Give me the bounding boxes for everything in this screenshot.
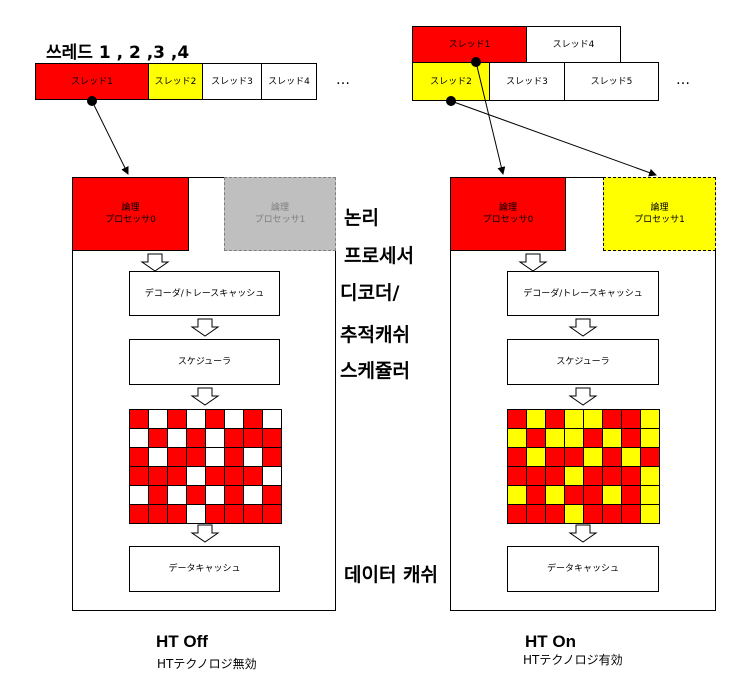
left-flow-arrow-2 (190, 318, 220, 337)
right-title: HT On (525, 632, 576, 651)
left-logical-processor-0: 論理 プロセッサ0 (72, 177, 189, 251)
threads-heading: 쓰레드 1 , 2 ,3 ,4 (46, 43, 190, 63)
right-execution-grid (507, 409, 660, 524)
right-thread-1: スレッド1 (412, 26, 527, 63)
right-decoder-trace-cache: デコーダ/トレースキャッシュ (507, 271, 659, 316)
left-flow-arrow-1 (140, 253, 170, 272)
right-flow-arrow-1 (518, 253, 548, 272)
left-subtitle: HTテクノロジ無効 (157, 657, 257, 671)
right-flow-arrow-4 (568, 524, 598, 543)
right-thread-5: スレッド5 (564, 62, 659, 101)
right-thread-3: スレッド3 (489, 62, 565, 101)
left-title: HT Off (156, 632, 208, 651)
left-execution-grid (129, 409, 282, 524)
left-flow-arrow-4 (190, 524, 220, 543)
left-thread-to-lp0-arrow (91, 100, 129, 175)
left-decoder-trace-cache: デコーダ/トレースキャッシュ (129, 271, 280, 316)
right-scheduler: スケジューラ (507, 339, 659, 385)
right-thread-4: スレッド4 (526, 26, 621, 63)
left-ellipsis: … (336, 72, 350, 88)
left-scheduler: スケジューラ (129, 339, 280, 385)
left-flow-arrow-3 (190, 387, 220, 406)
left-grid-cell (262, 504, 282, 524)
right-data-cache: データキャッシュ (507, 546, 659, 592)
right-flow-arrow-2 (568, 318, 598, 337)
right-logical-processor-1: 論理 プロセッサ1 (603, 177, 716, 251)
left-logical-processor-1: 論理 プロセッサ1 (224, 177, 336, 251)
left-thread-4: スレッド4 (261, 63, 317, 100)
right-flow-arrow-3 (568, 387, 598, 406)
korean-label-data-cache: 데이터 캐쉬 (344, 564, 439, 586)
korean-label-decoder-cache: 디코더/ 추적캐쉬 (340, 282, 410, 346)
right-thread1-to-lp0-arrow (475, 61, 506, 175)
korean-label-logical-processor: 논리 프로세서 (344, 207, 414, 267)
left-data-cache: データキャッシュ (129, 546, 280, 592)
korean-label-scheduler: 스케쥴러 (340, 360, 410, 382)
right-logical-processor-0: 論理 プロセッサ0 (450, 177, 566, 251)
right-subtitle: HTテクノロジ有効 (523, 653, 623, 667)
right-grid-cell (640, 504, 660, 524)
right-thread2-to-lp1-arrow (450, 100, 657, 177)
right-ellipsis: … (676, 72, 690, 88)
left-thread-3: スレッド3 (202, 63, 262, 100)
